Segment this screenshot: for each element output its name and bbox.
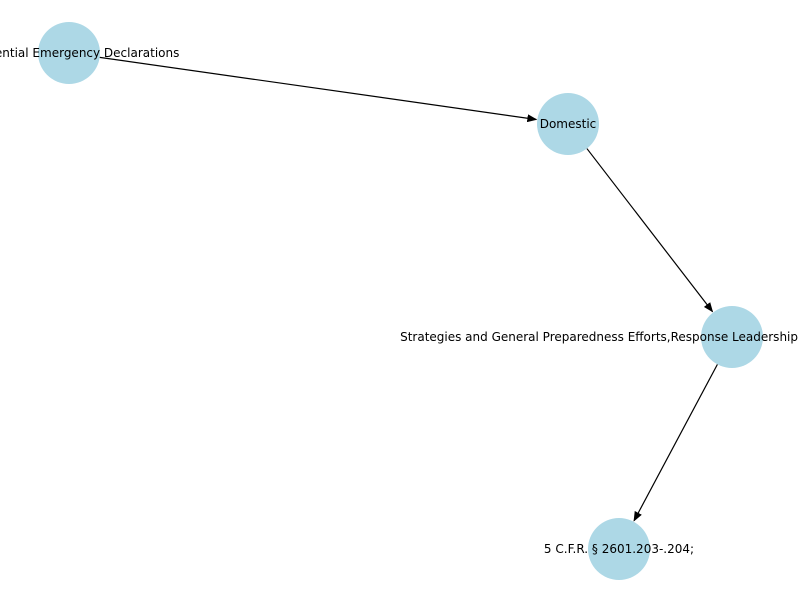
graph-node-n2[interactable]	[537, 93, 599, 155]
edges-layer	[99, 56, 718, 522]
edge-n1-to-n2	[99, 56, 538, 123]
labels-layer: Presidential Emergency DeclarationsDomes…	[0, 46, 798, 556]
nodes-layer	[38, 22, 763, 580]
edge-n3-to-n4	[633, 364, 718, 522]
graph-node-n4[interactable]	[588, 518, 650, 580]
graph-node-n1[interactable]	[38, 22, 100, 84]
node-label-n3: Strategies and General Preparedness Effo…	[400, 330, 798, 344]
graph-node-n3[interactable]	[701, 306, 763, 368]
node-label-n1: Presidential Emergency Declarations	[0, 46, 179, 60]
node-label-n2: Domestic	[540, 117, 597, 131]
edge-n2-to-n3	[586, 148, 714, 313]
node-label-n4: 5 C.F.R. § 2601.203-.204;	[544, 542, 694, 556]
